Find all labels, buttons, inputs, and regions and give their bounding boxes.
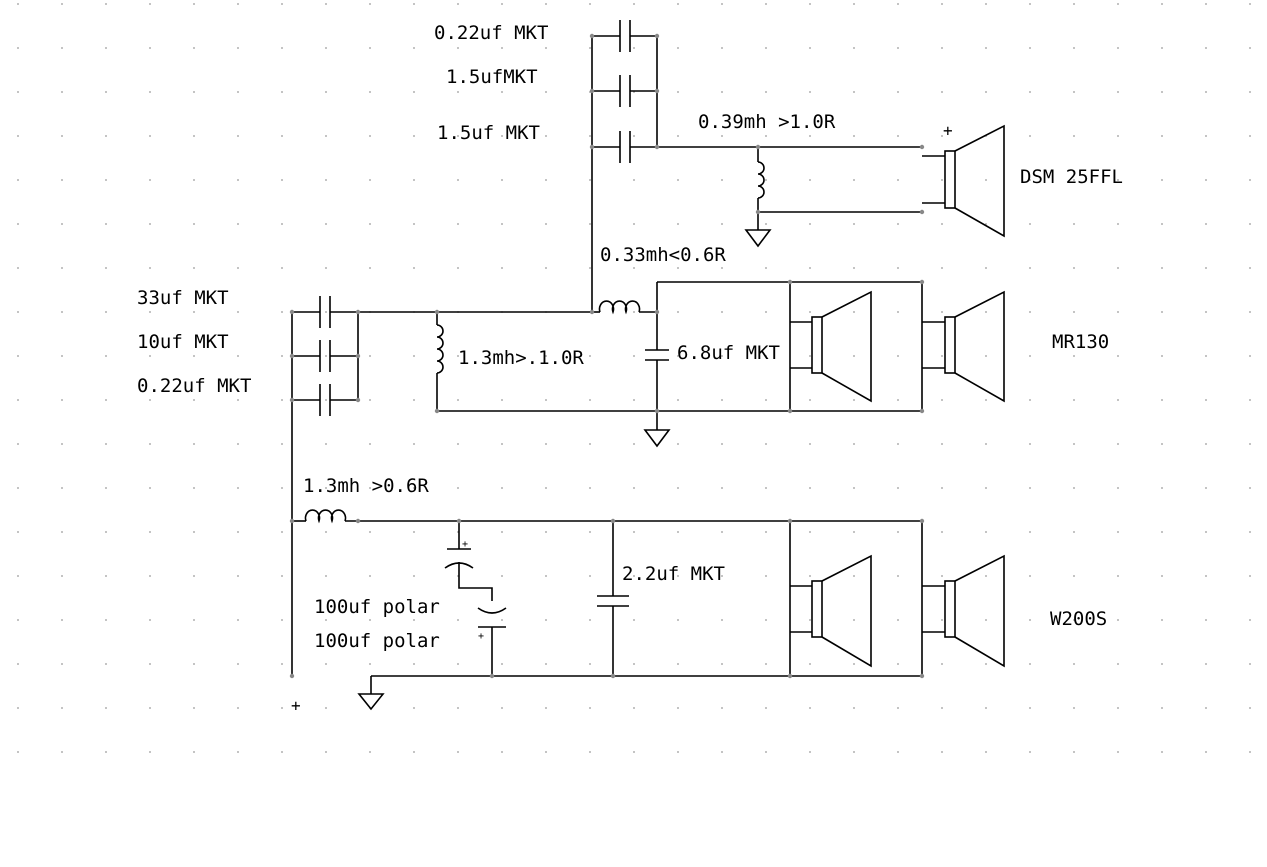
label-1-5uf-b: 1.5uf MKT	[437, 122, 540, 144]
inductor-1-3mh-low	[292, 509, 922, 524]
woofer-speaker-1	[790, 554, 872, 668]
capacitor-1-5uf-a	[592, 75, 657, 107]
inductor-0-39mh	[757, 161, 765, 230]
capacitor-6-8uf	[645, 349, 669, 361]
ground-symbol-mid	[643, 429, 671, 448]
label-1-5uf-a: 1.5ufMKT	[446, 66, 538, 88]
label-1-3mh-mid: 1.3mh>.1.0R	[458, 347, 584, 369]
capacitor-0-22uf-top	[592, 20, 657, 52]
polar-capacitor-b	[477, 607, 507, 628]
midrange-speaker-1	[790, 290, 872, 403]
label-tweeter: DSM 25FFL	[1020, 166, 1123, 188]
label-woofer: W200S	[1050, 608, 1107, 630]
label-33uf: 33uf MKT	[137, 287, 229, 309]
tweeter-plus-sign: +	[943, 121, 953, 140]
polar-plus-b: +	[478, 631, 484, 642]
label-0-22uf-mid: 0.22uf MKT	[137, 375, 251, 397]
capacitor-0-22uf-mid	[292, 384, 358, 416]
woofer-branch	[292, 509, 1005, 711]
ground-symbol-low	[357, 693, 385, 711]
ground-symbol-tweeter	[744, 229, 772, 248]
label-0-39mh: 0.39mh >1.0R	[698, 111, 836, 133]
input-plus-sign: +	[291, 696, 301, 715]
label-100uf-a: 100uf polar	[314, 596, 440, 618]
capacitor-1-5uf-b	[592, 131, 657, 163]
junction-dots	[289, 33, 925, 679]
capacitor-2-2uf	[597, 595, 629, 607]
label-2-2uf: 2.2uf MKT	[622, 563, 725, 585]
label-midrange: MR130	[1052, 331, 1109, 353]
capacitor-33uf	[292, 296, 358, 328]
polar-plus-a: +	[462, 539, 468, 550]
label-0-22uf-top: 0.22uf MKT	[434, 22, 548, 44]
midrange-speaker-2	[922, 290, 1005, 403]
label-0-33mh: 0.33mh<0.6R	[600, 244, 726, 266]
inductor-1-3mh-mid	[436, 324, 444, 374]
label-1-3mh-low: 1.3mh >0.6R	[303, 475, 429, 497]
label-6-8uf: 6.8uf MKT	[677, 342, 780, 364]
tweeter-speaker	[922, 124, 1005, 238]
woofer-speaker-2	[922, 554, 1005, 668]
capacitor-10uf	[292, 340, 358, 372]
label-100uf-b: 100uf polar	[314, 630, 440, 652]
inductor-0-33mh	[592, 300, 657, 315]
background-grid	[17, 3, 1251, 753]
label-10uf: 10uf MKT	[137, 331, 229, 353]
